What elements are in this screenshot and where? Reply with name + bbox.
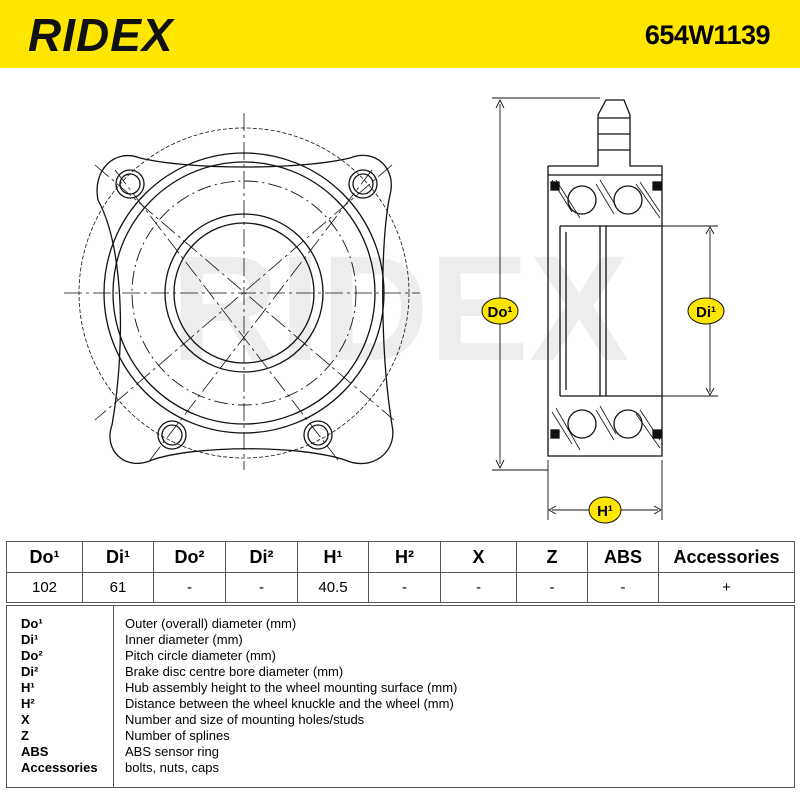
ridex-logo: RIDEX bbox=[28, 10, 175, 58]
side-view bbox=[547, 99, 663, 457]
table-cell: - bbox=[225, 572, 298, 603]
part-number: 654W1139 bbox=[644, 20, 771, 50]
bearing-balls bbox=[567, 185, 643, 439]
legend-description: Pitch circle diameter (mm) bbox=[125, 648, 276, 663]
legend-code: ABS bbox=[21, 744, 49, 759]
column-header: Do¹ bbox=[6, 541, 83, 573]
mounting-holes bbox=[115, 169, 378, 450]
legend-description: Distance between the wheel knuckle and t… bbox=[125, 696, 454, 711]
legend-row: Z Number of splines bbox=[7, 728, 794, 744]
legend-code: Z bbox=[21, 728, 29, 743]
legend-row: Accessories bolts, nuts, caps bbox=[7, 760, 794, 776]
column-header: Accessories bbox=[658, 541, 795, 573]
column-header: H² bbox=[368, 541, 441, 573]
stud-shaft bbox=[597, 99, 631, 150]
legend-description: Inner diameter (mm) bbox=[125, 632, 243, 647]
flange-side bbox=[547, 174, 663, 457]
table-cell: 102 bbox=[6, 572, 83, 603]
legend-row: H² Distance between the wheel knuckle and… bbox=[7, 696, 794, 712]
column-header: Z bbox=[516, 541, 588, 573]
front-view bbox=[64, 113, 420, 470]
legend-code: Di¹ bbox=[21, 632, 39, 647]
column-header: Di¹ bbox=[82, 541, 154, 573]
svg-text:RIDEX: RIDEX bbox=[28, 10, 175, 58]
table-cell: - bbox=[368, 572, 441, 603]
legend-row: Do¹ Outer (overall) diameter (mm) bbox=[7, 616, 794, 632]
legend-row: H¹ Hub assembly height to the wheel mount… bbox=[7, 680, 794, 696]
legend-code: X bbox=[21, 712, 30, 727]
legend-description: Outer (overall) diameter (mm) bbox=[125, 616, 297, 631]
legend-code: H¹ bbox=[21, 680, 35, 695]
legend-description: ABS sensor ring bbox=[125, 744, 219, 759]
svg-text:Di¹: Di¹ bbox=[696, 304, 716, 321]
table-cell: - bbox=[516, 572, 588, 603]
legend-row: Do² Pitch circle diameter (mm) bbox=[7, 648, 794, 664]
column-header: ABS bbox=[587, 541, 659, 573]
header-bar: RIDEX 654W1139 bbox=[0, 0, 800, 68]
column-header: Do² bbox=[153, 541, 226, 573]
watermark: RIDEX bbox=[171, 224, 629, 392]
legend-divider bbox=[113, 606, 114, 787]
flange-outline bbox=[96, 154, 394, 465]
column-header: H¹ bbox=[297, 541, 369, 573]
legend-row: X Number and size of mounting holes/studs bbox=[7, 712, 794, 728]
label-di: Di¹ bbox=[687, 297, 725, 325]
legend-description: Number and size of mounting holes/studs bbox=[125, 712, 365, 727]
legend: Do¹ Outer (overall) diameter (mm) Di¹ Inner… bbox=[6, 605, 795, 788]
legend-description: Brake disc centre bore diameter (mm) bbox=[125, 664, 344, 679]
table-cell: 40.5 bbox=[297, 572, 369, 603]
svg-text:Do¹: Do¹ bbox=[488, 304, 513, 321]
legend-row: ABS ABS sensor ring bbox=[7, 744, 794, 760]
label-h: H¹ bbox=[588, 496, 622, 524]
legend-description: Hub assembly height to the wheel mountin… bbox=[125, 680, 458, 695]
legend-description: bolts, nuts, caps bbox=[125, 760, 219, 775]
table-cell: - bbox=[587, 572, 659, 603]
column-header: Di² bbox=[225, 541, 298, 573]
technical-drawing: RIDEX bbox=[64, 97, 725, 524]
legend-description: Number of splines bbox=[125, 728, 230, 743]
legend-row: Di¹ Inner diameter (mm) bbox=[7, 632, 794, 648]
table-cell: - bbox=[440, 572, 517, 603]
legend-code: Di² bbox=[21, 664, 39, 679]
hatching bbox=[551, 179, 661, 451]
label-do: Do¹ bbox=[481, 297, 519, 325]
legend-code: H² bbox=[21, 696, 35, 711]
legend-code: Do² bbox=[21, 648, 43, 663]
legend-code: Do¹ bbox=[21, 616, 43, 631]
table-cell: + bbox=[658, 572, 795, 603]
column-header: X bbox=[440, 541, 517, 573]
table-cell: - bbox=[153, 572, 226, 603]
table-cell: 61 bbox=[82, 572, 154, 603]
center-lines bbox=[64, 113, 420, 470]
legend-row: Di² Brake disc centre bore diameter (mm) bbox=[7, 664, 794, 680]
legend-code: Accessories bbox=[21, 760, 98, 775]
svg-text:H¹: H¹ bbox=[597, 503, 613, 520]
